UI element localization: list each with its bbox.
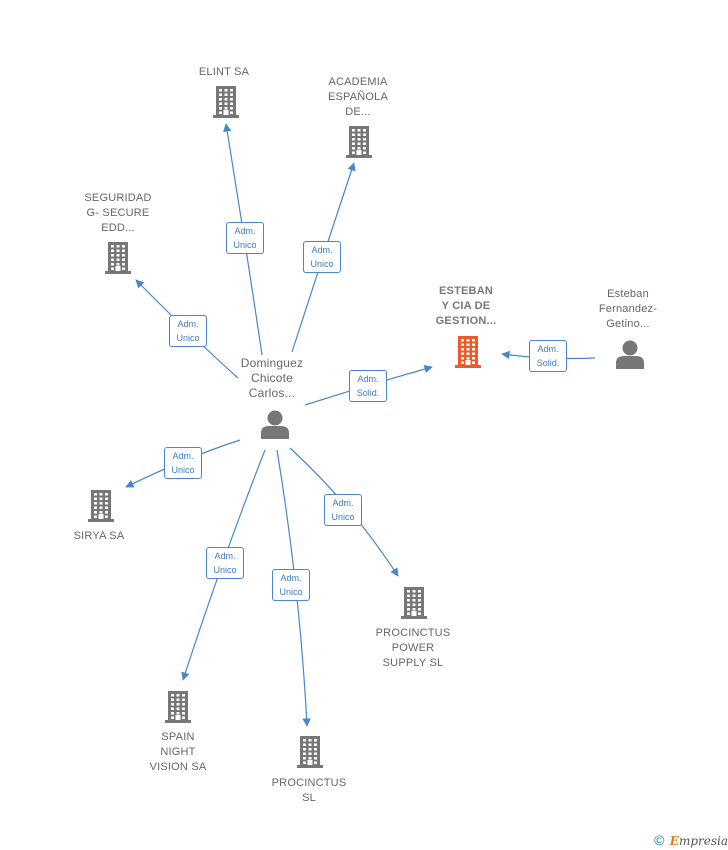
edge-label-procinctus_sl[interactable]: Adm. Unico: [272, 569, 310, 601]
building-icon-academia[interactable]: [346, 126, 372, 158]
person-label-center[interactable]: Dominguez Chicote Carlos...: [240, 356, 304, 400]
edge-label-esteban_cia[interactable]: Adm. Solid.: [529, 340, 567, 372]
brand-initial: E: [669, 834, 679, 848]
building-icon-spain_night[interactable]: [165, 691, 191, 723]
edge-label-sirya[interactable]: Adm. Unico: [164, 447, 202, 479]
brand-name: mpresia: [678, 834, 728, 848]
person-icon-other[interactable]: [616, 340, 644, 370]
company-label-procinctus_power[interactable]: PROCINCTUS POWER SUPPLY SL: [375, 627, 451, 669]
company-label-esteban_cia[interactable]: ESTEBAN Y CIA DE GESTION...: [435, 285, 497, 327]
building-icon-elint[interactable]: [213, 86, 239, 118]
company-label-sirya[interactable]: SIRYA SA: [73, 530, 125, 542]
building-icon-sirya[interactable]: [88, 490, 114, 522]
edge-label-esteban_cia[interactable]: Adm. Solid.: [349, 370, 387, 402]
edge-label-spain_night[interactable]: Adm. Unico: [206, 547, 244, 579]
company-label-spain_night[interactable]: SPAIN NIGHT VISION SA: [149, 731, 207, 773]
copyright-icon: ©: [654, 832, 665, 848]
person-icon-center[interactable]: [261, 410, 289, 440]
building-icon-seguridad[interactable]: [105, 242, 131, 274]
person-label-other[interactable]: Esteban Fernandez- Getino...: [598, 288, 658, 330]
company-label-academia[interactable]: ACADEMIA ESPAÑOLA DE...: [327, 76, 389, 118]
building-icon-esteban_cia[interactable]: [455, 336, 481, 368]
edge-label-procinctus_power[interactable]: Adm. Unico: [324, 494, 362, 526]
edge-label-seguridad[interactable]: Adm. Unico: [169, 315, 207, 347]
edge-label-elint[interactable]: Adm. Unico: [226, 222, 264, 254]
footer-brand: © Empresia: [654, 832, 728, 848]
company-label-seguridad[interactable]: SEGURIDAD G- SECURE EDD...: [84, 192, 152, 234]
edge-label-academia[interactable]: Adm. Unico: [303, 241, 341, 273]
company-label-procinctus_sl[interactable]: PROCINCTUS SL: [271, 777, 347, 804]
building-icon-procinctus_sl[interactable]: [297, 736, 323, 768]
company-label-elint[interactable]: ELINT SA: [198, 66, 250, 78]
building-icon-procinctus_power[interactable]: [401, 587, 427, 619]
